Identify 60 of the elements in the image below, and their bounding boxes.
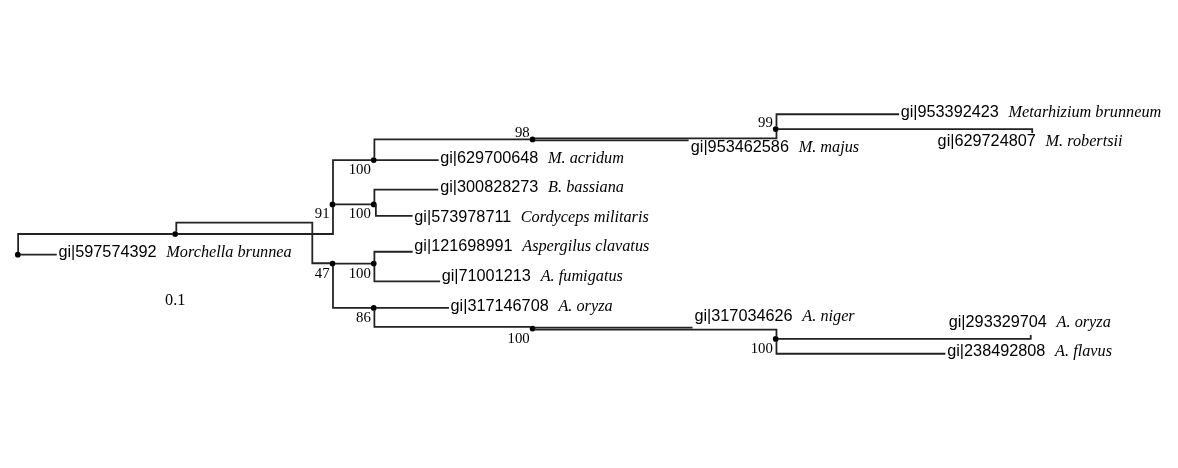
connector: [533, 130, 778, 140]
node-point: [329, 201, 336, 208]
connector: [373, 188, 440, 203]
node-point: [772, 336, 779, 342]
connector: [533, 328, 778, 338]
node-text: gi|573978711 Cordyceps militaris: [414, 206, 649, 226]
connector: [374, 203, 414, 217]
node-label: 100: [348, 264, 371, 281]
node-text: gi|629724807 M. robertsii: [937, 131, 1123, 151]
node-text: gi|300828273 B. bassiana: [440, 177, 624, 197]
node-point: [172, 231, 179, 237]
node-label: 47: [314, 264, 330, 281]
node-text: gi|317146708 A. oryza: [450, 295, 613, 315]
node-label: 99: [758, 113, 773, 130]
connector: [533, 139, 690, 142]
node-text: gi|629700648 M. acridum: [440, 147, 624, 167]
connector: [775, 340, 947, 355]
connector: [777, 128, 1034, 134]
node-point: [370, 260, 377, 267]
node-point: [529, 325, 536, 332]
connector: [175, 221, 331, 265]
connector: [375, 307, 450, 309]
node-text: gi|238492808 A. flavus: [947, 341, 1112, 361]
connector: [333, 262, 373, 265]
node-label: 98: [514, 124, 530, 141]
node-point: [370, 157, 377, 163]
node-text: gi|121698991 Aspergilus clavatus: [414, 236, 650, 256]
node-point: [370, 305, 377, 311]
node-text: gi|317034626 A. niger: [694, 305, 855, 325]
node-label: 100: [348, 205, 371, 222]
node-label: 91: [314, 205, 330, 222]
connector: [375, 159, 440, 161]
node-point: [329, 260, 336, 267]
connector: [332, 159, 373, 203]
connector: [373, 138, 532, 159]
node-label: 86: [356, 308, 371, 325]
node-point: [529, 136, 536, 143]
connector: [533, 326, 694, 329]
node-text: gi|953392423 Metarhizium brunneum: [900, 101, 1162, 121]
node-text: gi|953462586 M. majus: [690, 137, 860, 157]
connector: [775, 113, 901, 128]
connector: [777, 334, 1032, 340]
node-label: 100: [507, 329, 530, 346]
connector: [17, 233, 174, 254]
connector: [333, 203, 373, 206]
node-point: [772, 126, 779, 132]
connector: [373, 264, 441, 283]
connector: [373, 309, 532, 328]
node-label: 100: [750, 339, 773, 356]
connector: [19, 253, 58, 256]
connector: [373, 250, 414, 263]
node-text: gi|71001213 A. fumigatus: [441, 266, 623, 286]
node-text: gi|293329704 A. oryza: [948, 311, 1111, 331]
node-point: [14, 251, 21, 258]
node-label: 100: [348, 161, 371, 178]
connector: [176, 205, 334, 235]
node-text: gi|597574392 Morchella brunnea: [58, 242, 292, 262]
connector: [332, 265, 373, 309]
node-point: [370, 201, 377, 208]
label: 0.1: [165, 290, 186, 309]
